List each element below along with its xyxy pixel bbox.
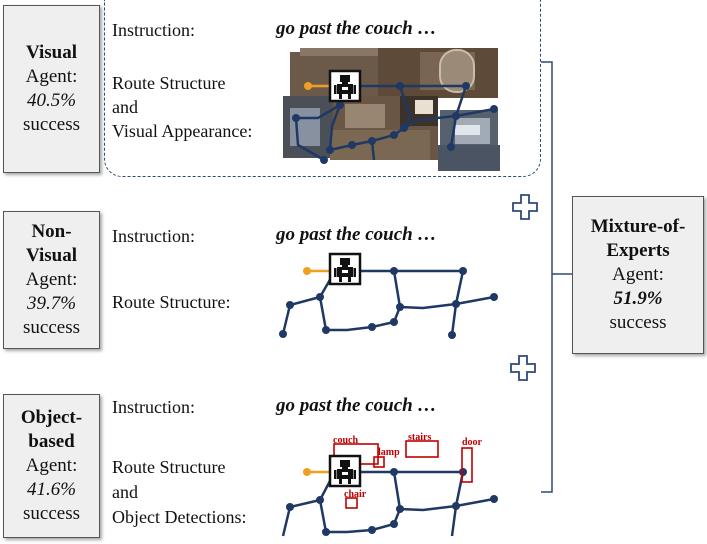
start-node xyxy=(303,468,311,476)
route-graph-non-visual-nodes xyxy=(279,267,498,339)
stairs-detection-box xyxy=(405,440,439,458)
agent-success-label: success xyxy=(23,503,80,524)
robot-icon xyxy=(328,252,362,286)
route-graph-visual-nodes xyxy=(292,82,498,164)
row-description-line1: Route Structure xyxy=(112,457,226,477)
instruction-label: Instruction: xyxy=(112,226,195,246)
row-description-line3: Object Detections: xyxy=(112,507,247,527)
agent-label: Agent: xyxy=(612,264,664,285)
robot-icon xyxy=(328,69,362,103)
agent-success-rate: 51.9% xyxy=(613,288,663,309)
instruction-text: go past the couch … xyxy=(276,224,437,245)
plus-icon xyxy=(512,194,538,220)
agent-name-line1: Non- xyxy=(31,221,72,242)
row-description-line2: and xyxy=(112,97,138,117)
row-description-line2: and xyxy=(112,482,138,502)
mixture-of-experts-agent-box: Mixture-of- Experts Agent: 51.9% success xyxy=(572,196,704,354)
instruction-label: Instruction: xyxy=(112,397,195,417)
start-node xyxy=(303,267,311,275)
agent-name-line2: Experts xyxy=(606,240,670,261)
lamp-detection-box xyxy=(373,456,385,468)
agent-name-line2: Visual xyxy=(25,245,78,266)
row-description-line1: Route Structure: xyxy=(112,292,231,312)
door-detection-box xyxy=(461,447,473,483)
start-node xyxy=(304,82,312,90)
agent-label: Agent: xyxy=(25,269,78,290)
visual-row-panel xyxy=(104,0,541,177)
object-based-agent-box: Object- based Agent: 41.6% success xyxy=(3,394,100,538)
route-graph-non-visual xyxy=(281,269,495,336)
agent-success-label: success xyxy=(23,317,80,338)
agent-name-line2: based xyxy=(28,431,75,452)
stairs-label: stairs xyxy=(408,432,431,443)
agent-name: Visual xyxy=(25,42,78,63)
agent-name-line1: Object- xyxy=(20,407,83,428)
lamp-label: lamp xyxy=(378,447,400,458)
merge-bracket xyxy=(541,61,553,493)
instruction-text: go past the couch … xyxy=(276,18,437,39)
floor-plan-image xyxy=(283,48,500,171)
door-label: door xyxy=(462,437,483,448)
agent-label: Agent: xyxy=(25,66,78,87)
chair-detection-box xyxy=(345,497,358,509)
chair-label: chair xyxy=(344,489,367,500)
agent-label: Agent: xyxy=(25,455,78,476)
object-detections xyxy=(333,440,473,509)
non-visual-agent-box: Non- Visual Agent: 39.7% success xyxy=(3,211,100,349)
instruction-label: Instruction: xyxy=(112,20,195,40)
plus-icon xyxy=(510,355,536,381)
row-description-line1: Route Structure xyxy=(112,73,226,93)
agent-success-rate: 39.7% xyxy=(26,293,77,314)
instruction-text: go past the couch … xyxy=(276,395,437,416)
agent-success-label: success xyxy=(23,114,80,135)
route-graph-object-based-nodes xyxy=(286,468,498,536)
couch-label: couch xyxy=(333,435,358,446)
agent-success-label: success xyxy=(609,312,667,333)
agent-success-rate: 41.6% xyxy=(26,479,77,500)
agent-success-rate: 40.5% xyxy=(26,90,77,111)
agent-name-line1: Mixture-of- xyxy=(590,216,686,237)
visual-agent-box: Visual Agent: 40.5% success xyxy=(3,5,100,173)
robot-icon xyxy=(328,454,362,488)
row-description-line3: Visual Appearance: xyxy=(112,121,253,141)
